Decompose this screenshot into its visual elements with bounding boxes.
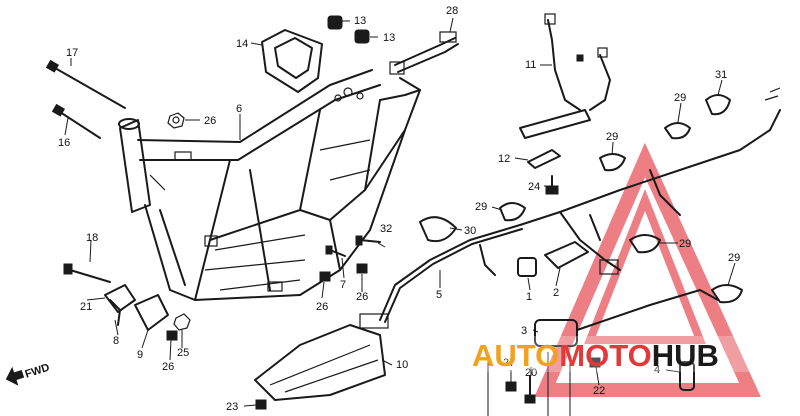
callout-10: 10 bbox=[396, 359, 408, 371]
callout-labels: 17 16 26 6 13 13 14 28 11 12 24 31 29 29… bbox=[58, 5, 740, 413]
callout-20: 20 bbox=[525, 367, 537, 379]
callout-29-d: 29 bbox=[679, 238, 691, 250]
wire-11 bbox=[519, 13, 611, 139]
callout-12: 12 bbox=[498, 153, 510, 165]
callout-32: 32 bbox=[380, 223, 392, 235]
wire-harness-5 bbox=[359, 87, 781, 329]
plug-cap-4 bbox=[679, 361, 695, 391]
bolt-27 bbox=[505, 381, 517, 392]
callout-29-e: 29 bbox=[728, 252, 740, 264]
watermark-moto: MOTO bbox=[559, 338, 651, 373]
component-1 bbox=[517, 257, 537, 277]
clip-29-a bbox=[664, 122, 691, 140]
bolt-23 bbox=[255, 399, 267, 410]
callout-14: 14 bbox=[236, 38, 248, 50]
battery-band-28 bbox=[389, 31, 459, 75]
callout-29-c: 29 bbox=[475, 201, 487, 213]
watermark-hub: HUB bbox=[652, 338, 719, 373]
leader-lines bbox=[64, 17, 736, 407]
rubber-mount-13a bbox=[327, 15, 343, 30]
nut-25 bbox=[173, 313, 191, 331]
callout-28: 28 bbox=[446, 5, 458, 17]
nut-26-upper bbox=[167, 112, 185, 129]
callout-29-a: 29 bbox=[674, 92, 686, 104]
fwd-arrow-icon bbox=[5, 366, 25, 386]
callout-17: 17 bbox=[66, 47, 78, 59]
bolt-20 bbox=[524, 375, 536, 404]
callout-31: 31 bbox=[715, 69, 727, 81]
callout-8: 8 bbox=[113, 335, 119, 347]
callout-7: 7 bbox=[340, 279, 346, 291]
callout-22: 22 bbox=[593, 385, 605, 397]
callout-11: 11 bbox=[525, 59, 536, 71]
clip-31 bbox=[705, 94, 731, 116]
fwd-label: FWD bbox=[24, 362, 52, 381]
component-2 bbox=[544, 241, 589, 269]
callout-9: 9 bbox=[137, 349, 143, 361]
callout-16: 16 bbox=[58, 137, 70, 149]
long-bolt-16 bbox=[51, 103, 101, 139]
callout-2: 2 bbox=[553, 287, 559, 299]
callout-26-upper: 26 bbox=[204, 115, 216, 127]
bolt-22 bbox=[589, 357, 601, 368]
callout-21: 21 bbox=[80, 301, 92, 313]
callout-26-lower: 26 bbox=[162, 361, 174, 373]
clip-29-d bbox=[629, 234, 661, 254]
long-bolt-17 bbox=[45, 59, 126, 109]
callout-5: 5 bbox=[436, 289, 442, 301]
skid-plate-10 bbox=[254, 324, 386, 401]
callout-13-b: 13 bbox=[383, 32, 395, 44]
nut-26-mid-a bbox=[319, 271, 331, 282]
callout-1: 1 bbox=[526, 291, 532, 303]
clip-30 bbox=[419, 216, 457, 243]
rubber-mount-13b bbox=[354, 29, 370, 44]
clip-29-e bbox=[711, 284, 743, 304]
callout-26-mid-a: 26 bbox=[316, 301, 328, 313]
main-frame bbox=[118, 69, 421, 301]
plate-9 bbox=[134, 294, 169, 331]
clip-29-c bbox=[499, 202, 526, 222]
ignition-coil-3 bbox=[534, 289, 719, 347]
callout-29-b: 29 bbox=[606, 131, 618, 143]
bolt-7 bbox=[325, 245, 346, 257]
reference-lines bbox=[487, 352, 571, 416]
clip-29-b bbox=[599, 153, 626, 172]
callout-4: 4 bbox=[654, 364, 660, 376]
callout-30: 30 bbox=[464, 225, 476, 237]
nut-26-mid-b bbox=[356, 263, 368, 274]
bolt-18 bbox=[63, 263, 111, 283]
nut-26-lower bbox=[166, 330, 178, 341]
callout-27: 27 bbox=[503, 357, 515, 369]
battery-holder-14 bbox=[261, 29, 323, 93]
svg-text:AUTOMOTOHUB: AUTOMOTOHUB bbox=[472, 338, 719, 373]
callout-24: 24 bbox=[528, 181, 540, 193]
bolt-24 bbox=[545, 175, 559, 195]
plate-8 bbox=[109, 299, 121, 326]
watermark-auto: AUTO bbox=[472, 338, 559, 373]
callout-3: 3 bbox=[521, 325, 527, 337]
callout-26-mid-b: 26 bbox=[356, 291, 368, 303]
callout-13-a: 13 bbox=[354, 15, 366, 27]
callout-6: 6 bbox=[236, 103, 242, 115]
callout-25: 25 bbox=[177, 347, 189, 359]
bracket-12 bbox=[527, 149, 561, 169]
fwd-indicator: FWD bbox=[5, 362, 52, 386]
plate-21 bbox=[104, 284, 136, 313]
bolt-32 bbox=[355, 235, 381, 246]
callout-23: 23 bbox=[226, 401, 238, 413]
callout-18: 18 bbox=[86, 232, 98, 244]
watermark-text: AUTOMOTOHUB bbox=[470, 336, 800, 373]
